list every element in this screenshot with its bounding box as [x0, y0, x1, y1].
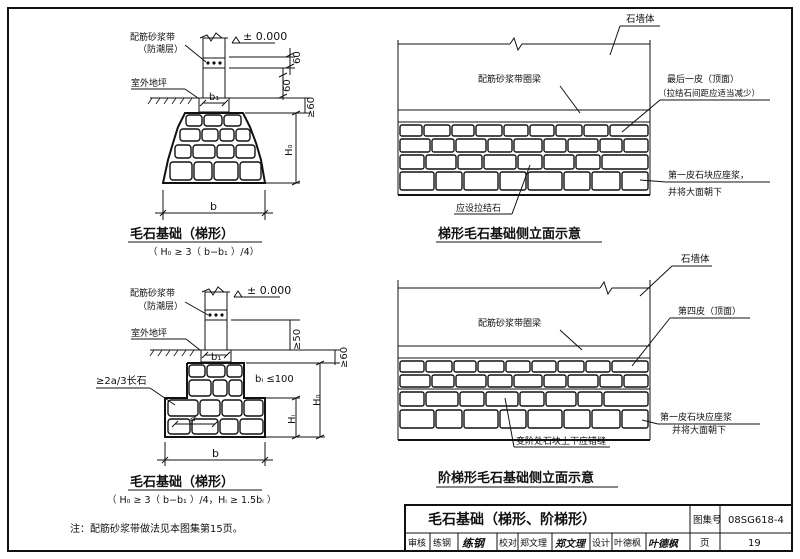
- dim-60-lower: 60: [282, 79, 293, 92]
- atlas-label: 图集号: [693, 514, 722, 526]
- section-title-2: 毛石基础（梯形）: [130, 474, 234, 490]
- atlas-number: 08SG618-4: [728, 515, 784, 526]
- dim-b1-2: b₁: [211, 352, 221, 363]
- dim-ge50: ≥50: [292, 329, 303, 350]
- page-number: 19: [748, 538, 761, 549]
- dim-b: b: [210, 200, 217, 213]
- mortar-band: [202, 57, 226, 69]
- ground-label-2: 室外地坪: [131, 327, 167, 339]
- page-label: 页: [700, 538, 710, 549]
- review-label: 审核: [408, 537, 426, 549]
- band-label-sub-2: （防潮层）: [138, 300, 183, 312]
- fourth-course-label: 第四皮（顶面）: [678, 305, 741, 317]
- elevation-label-2: ± 0.000: [247, 284, 291, 297]
- stone-courses: [399, 124, 649, 191]
- first-course-sub: 并将大面朝下: [668, 186, 722, 198]
- review-signature: 练钢: [462, 537, 486, 550]
- wall-label: 石墙体: [626, 13, 655, 25]
- sheet-frame: [7, 7, 793, 552]
- band-label: 配筋砂浆带: [130, 31, 175, 43]
- dim-h0: H₀: [284, 144, 295, 156]
- dim-b1: b₁: [209, 92, 219, 103]
- dim-h0-2: H₀: [312, 394, 323, 406]
- dim-hi: Hᵢ: [287, 414, 298, 424]
- dim-ge60: ≥60: [306, 97, 317, 118]
- title-block: 毛石基础（梯形、阶梯形） 图集号 08SG618-4 审核 练钢 练钢 校对 郑…: [404, 504, 793, 552]
- dim-b-2: b: [212, 447, 219, 460]
- ground-label: 室外地坪: [131, 77, 167, 89]
- step-stone-label: 变阶处石块上下应错缝: [516, 435, 606, 447]
- band-label-2: 配筋砂浆带: [130, 287, 175, 299]
- stone-courses-2: [399, 360, 649, 429]
- review-name: 练钢: [433, 537, 451, 549]
- tie-stone-label: 应设拉结石: [456, 202, 501, 214]
- section-formula-2: （ H₀ ≥ 3（ b−b₁ ）/4，Hᵢ ≥ 1.5bᵢ ）: [107, 494, 276, 506]
- design-name: 叶德枫: [614, 537, 641, 549]
- check-label: 校对: [499, 537, 517, 549]
- elevation-trapezoid-foundation: 石墙体 配筋砂浆带圈梁 最后一皮（顶面） （拉结石间距应适当减少） 第一皮石块应…: [397, 13, 770, 243]
- elevation-title: 梯形毛石基础侧立面示意: [438, 226, 581, 242]
- dim-bi: bᵢ ≤100: [255, 374, 294, 385]
- first-course-label-2: 第一皮石块应座浆: [660, 411, 732, 423]
- elevation-title-2: 阶梯形毛石基础侧立面示意: [438, 470, 594, 486]
- section-formula: （ H₀ ≥ 3（ b−b₁ ）/4）: [148, 246, 259, 258]
- elevation-stepped-foundation: 石墙体 配筋砂浆带圈梁 第四皮（顶面） 第一皮石块应座浆 并将大面朝下 变阶处石…: [397, 253, 760, 488]
- design-signature: 叶德枫: [648, 538, 679, 550]
- design-label: 设计: [592, 537, 610, 549]
- footnote: 注：配筋砂浆带做法见本图集第15页。: [70, 522, 243, 535]
- first-course-sub-2: 并将大面朝下: [672, 424, 726, 436]
- wall-label-2: 石墙体: [681, 253, 710, 265]
- dim-a: a: [190, 413, 196, 424]
- check-name: 郑文理: [520, 537, 547, 549]
- check-signature: 郑文理: [554, 538, 587, 550]
- sheet-title: 毛石基础（梯形、阶梯形）: [428, 511, 596, 528]
- band-label-sub: （防潮层）: [138, 43, 183, 55]
- dim-60-upper: 60: [292, 51, 303, 64]
- last-course-label: 最后一皮（顶面）: [667, 73, 739, 85]
- dim-ge60-2: ≥60: [339, 347, 350, 368]
- section-trapezoid-foundation: ± 0.000 配筋砂浆带 （防潮层） 室外地坪 60 60 ≥60 H₀ b₁…: [128, 30, 317, 258]
- ring-beam: [397, 109, 651, 123]
- section-stepped-foundation: a ± 0.000 配筋砂浆带 （防潮层） 室外地坪 ≥2a/3长石 ≥50 ≥…: [96, 284, 350, 506]
- ring-label-2: 配筋砂浆带圈梁: [478, 317, 541, 329]
- elevation-label: ± 0.000: [243, 30, 287, 43]
- last-course-sub: （拉结石间距应适当减少）: [658, 88, 760, 99]
- long-stone-label: ≥2a/3长石: [96, 375, 147, 387]
- first-course-label: 第一皮石块应座浆，: [668, 169, 749, 181]
- ring-label: 配筋砂浆带圈梁: [478, 73, 541, 85]
- section-title: 毛石基础（梯形）: [130, 226, 234, 242]
